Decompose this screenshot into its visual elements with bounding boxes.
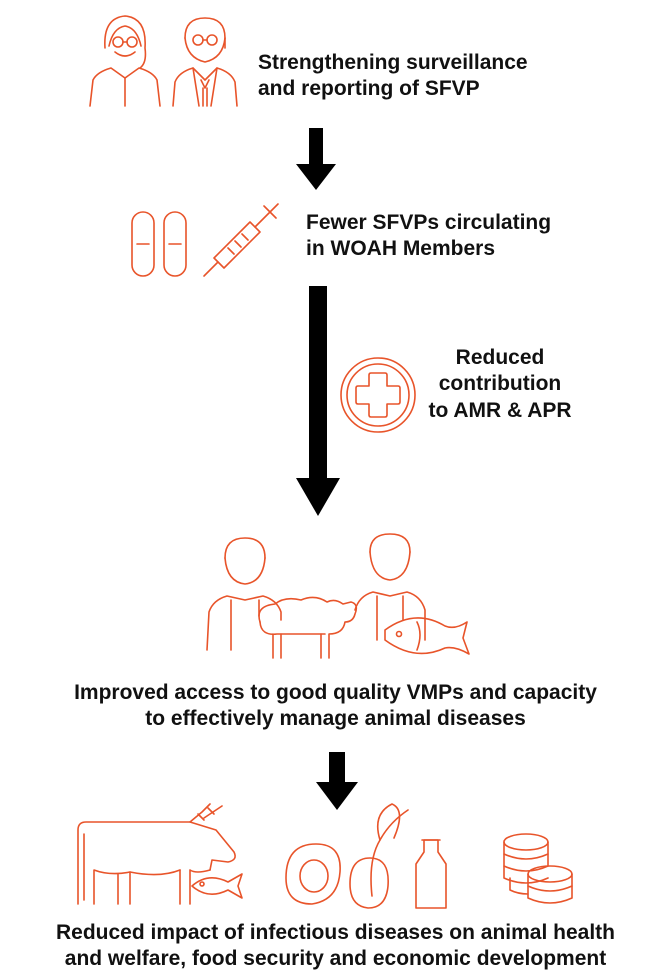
- step-5-line-2: and welfare, food security and economic …: [64, 947, 607, 971]
- step-1-line-2: and reporting of SFVP: [258, 77, 480, 101]
- step-2-line-1: Fewer SFVPs circulating: [306, 211, 552, 234]
- medical-cross-icon: [340, 357, 416, 433]
- step-4-line-2: to effectively manage animal diseases: [145, 707, 526, 731]
- arrow-down-1: [296, 128, 336, 190]
- cow-icon: [77, 803, 236, 905]
- step-2-line-2: in WOAH Members: [306, 237, 496, 261]
- step-5-text: Reduced impact of infectious diseases on…: [0, 920, 671, 973]
- syringe-icon: [203, 203, 279, 277]
- step-2-text: Fewer SFVPs circulating in WOAH Members: [306, 210, 551, 263]
- step-4-line-1: Improved access to good quality VMPs and…: [74, 681, 597, 704]
- step-3-line-1: Reduced: [455, 346, 545, 369]
- step-1-text: Strengthening surveillance and reporting…: [258, 50, 528, 103]
- step-1-line-1: Strengthening surveillance: [258, 51, 528, 74]
- fish-icon: [191, 873, 243, 899]
- step-4-text: Improved access to good quality VMPs and…: [0, 680, 671, 733]
- pills-icon: [131, 211, 187, 277]
- farmers-sheep-fish-icon: [206, 533, 470, 659]
- coins-icon: [503, 833, 573, 904]
- arrow-down-2: [296, 286, 340, 516]
- step-3-line-3: to AMR & APR: [428, 398, 572, 422]
- arrow-down-3: [316, 752, 358, 810]
- step-5-line-1: Reduced impact of infectious diseases on…: [56, 921, 615, 944]
- step-3-text: Reduced contribution to AMR & APR: [420, 345, 580, 424]
- step-3-line-2: contribution: [438, 372, 562, 396]
- food-egg-milk-icon: [285, 803, 447, 909]
- two-people-icon: [89, 15, 238, 107]
